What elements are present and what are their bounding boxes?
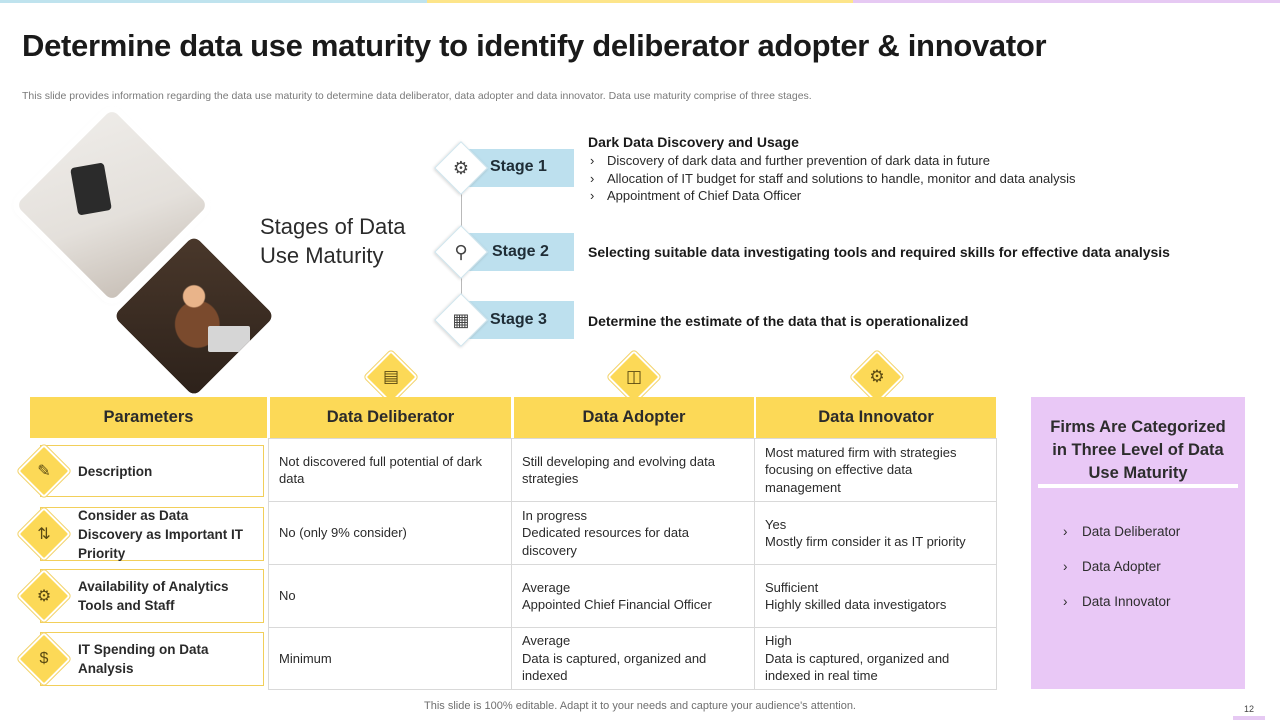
panel-list-item: Data Deliberator: [1063, 514, 1180, 549]
panel-list-item: Data Innovator: [1063, 584, 1180, 619]
panel-list-item: Data Adopter: [1063, 549, 1180, 584]
header-parameters: Parameters: [30, 397, 267, 438]
table-cell: Minimum: [269, 628, 512, 689]
slide-subtitle: This slide provides information regardin…: [22, 90, 812, 102]
table-cell: No (only 9% consider): [269, 502, 512, 565]
database-flow-icon: ⇅: [37, 526, 51, 543]
table-cell: Not discovered full potential of dark da…: [269, 439, 512, 502]
page-number-bar: [1233, 716, 1265, 720]
table-cell: Average Data is captured, organized and …: [512, 628, 755, 689]
network-icon: ⚙: [869, 367, 885, 386]
panel-title: Firms Are Categorized in Three Level of …: [1050, 418, 1226, 482]
table-cell: In progress Dedicated resources for data…: [512, 502, 755, 565]
stage-3-label: Stage 3: [490, 311, 547, 328]
maturity-levels-panel: Firms Are Categorized in Three Level of …: [1031, 397, 1245, 689]
parameter-row: Availability of Analytics Tools and Staf…: [40, 569, 264, 623]
stage-1-bullets: Discovery of dark data and further preve…: [590, 152, 1076, 205]
table-cell: Still developing and evolving data strat…: [512, 439, 755, 502]
stage-1-bullet: Discovery of dark data and further preve…: [590, 152, 1076, 170]
parameter-label: Availability of Analytics Tools and Staf…: [78, 579, 229, 613]
table-cell: No: [269, 565, 512, 628]
top-accent-bar-purple: [853, 0, 1280, 3]
parameter-label: Consider as Data Discovery as Important …: [78, 507, 244, 561]
parameter-row: Consider as Data Discovery as Important …: [40, 507, 264, 561]
dashboard-icon: ▦: [452, 309, 470, 330]
devices-icon: ◫: [625, 367, 643, 386]
comparison-table: Not discovered full potential of dark da…: [268, 438, 997, 690]
slide-title: Determine data use maturity to identify …: [22, 28, 1047, 63]
page-number: 12: [1243, 704, 1254, 714]
panel-list: Data Deliberator Data Adopter Data Innov…: [1063, 514, 1180, 619]
parameter-label: Description: [78, 463, 153, 479]
analytics-gear-icon: ⚙: [36, 588, 52, 605]
stages-heading: Stages of Data Use Maturity: [260, 214, 406, 268]
parameter-row: IT Spending on Data Analysis: [40, 632, 264, 686]
stage-2-label: Stage 2: [492, 243, 549, 260]
data-search-icon: ⚲: [454, 241, 468, 262]
stage-2-description: Selecting suitable data investigating to…: [588, 244, 1170, 260]
table-cell: Average Appointed Chief Financial Office…: [512, 565, 755, 628]
stage-1-title: Dark Data Discovery and Usage: [588, 134, 799, 150]
brain-network-icon: ⚙: [452, 157, 470, 178]
table-cell: High Data is captured, organized and ind…: [765, 633, 950, 684]
top-accent-bar-yellow: [427, 0, 853, 3]
report-icon: ▤: [382, 367, 400, 386]
slide-footer: This slide is 100% editable. Adapt it to…: [424, 700, 856, 712]
header-data-adopter: Data Adopter: [514, 397, 754, 438]
header-data-deliberator: Data Deliberator: [270, 397, 511, 438]
header-data-innovator: Data Innovator: [756, 397, 996, 438]
stage-1-bullet: Appointment of Chief Data Officer: [590, 187, 1076, 205]
parameter-label: IT Spending on Data Analysis: [78, 642, 209, 676]
money-hand-icon: $: [39, 650, 49, 667]
table-cell: Most matured firm with strategies focusi…: [755, 439, 996, 502]
stage-1-label: Stage 1: [490, 158, 547, 175]
panel-divider: [1038, 484, 1238, 488]
table-cell: Sufficient Highly skilled data investiga…: [755, 565, 996, 628]
stage-1-bullet: Allocation of IT budget for staff and so…: [590, 170, 1076, 188]
top-accent-bar-blue: [0, 0, 427, 3]
clipboard-icon: ✎: [37, 463, 51, 480]
parameter-row: Description: [40, 445, 264, 497]
stage-3-description: Determine the estimate of the data that …: [588, 313, 969, 329]
table-cell: Yes Mostly firm consider it as IT priori…: [755, 502, 996, 565]
